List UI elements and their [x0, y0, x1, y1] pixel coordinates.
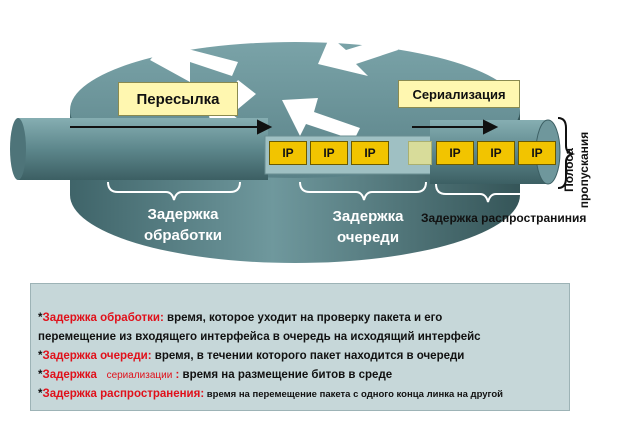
forwarding-label: Пересылка: [118, 82, 238, 116]
legend-text: время, в течении которого пакет находитс…: [151, 350, 465, 362]
propagation-delay-caption: Задержка распространиния: [421, 211, 587, 225]
legend-bullet: *: [38, 312, 43, 324]
legend-bullet: *: [38, 369, 43, 381]
legend-line-queueing: *Задержка очереди: время, в течении кото…: [38, 347, 561, 366]
input-link-pipe: [10, 118, 268, 180]
legend-term: Задержка распространения:: [42, 388, 205, 400]
legend-line-propagation: *Задержка распространения: время на пере…: [38, 385, 561, 404]
ip-packet-link-2: IP: [477, 141, 515, 165]
bandwidth-caption: Полоса пропускания: [562, 131, 591, 209]
bandwidth-bracket: [557, 117, 576, 189]
legend-term: Задержка обработки:: [42, 312, 164, 324]
ip-packet-queue-2: IP: [310, 141, 348, 165]
queueing-delay-caption: Задержка очереди: [332, 208, 404, 246]
legend-text: время на размещение битов в среде: [179, 369, 393, 381]
legend-text: перемещение из входящего интерфейса в оч…: [38, 331, 481, 343]
ip-packet-queue-3: IP: [351, 141, 389, 165]
legend-term: Задержка очереди:: [42, 350, 152, 362]
legend-line-processing-cont: перемещение из входящего интерфейса в оч…: [38, 328, 561, 347]
legend-colon: :: [172, 369, 180, 381]
flow-arrow-left: [70, 119, 273, 135]
legend-line-serialization: *Задержка сериализации : время на размещ…: [38, 366, 561, 385]
legend-term-small: сериализации: [106, 370, 173, 381]
queueing-bracket: [299, 181, 427, 201]
processing-delay-caption: Задержка обработки: [143, 206, 223, 244]
serialization-label: Сериализация: [398, 80, 520, 108]
ip-packet-link-3: IP: [518, 141, 556, 165]
processing-bracket: [107, 181, 241, 201]
ip-packet-link-1: IP: [436, 141, 474, 165]
legend-bullet: *: [38, 388, 43, 400]
legend-term: Задержка: [42, 369, 97, 381]
ip-packet-queue-1: IP: [269, 141, 307, 165]
propagation-bracket: [435, 183, 543, 203]
flow-arrow-right: [412, 119, 499, 135]
legend-text: время, которое уходит на проверку пакета…: [163, 312, 443, 324]
ip-packet-serializing: [408, 141, 432, 165]
legend-box: *Задержка обработки: время, которое уход…: [30, 283, 570, 411]
legend-bullet: *: [38, 350, 43, 362]
legend-text: время на перемещение пакета с одного кон…: [204, 389, 503, 400]
legend-line-processing: *Задержка обработки: время, которое уход…: [38, 309, 561, 328]
